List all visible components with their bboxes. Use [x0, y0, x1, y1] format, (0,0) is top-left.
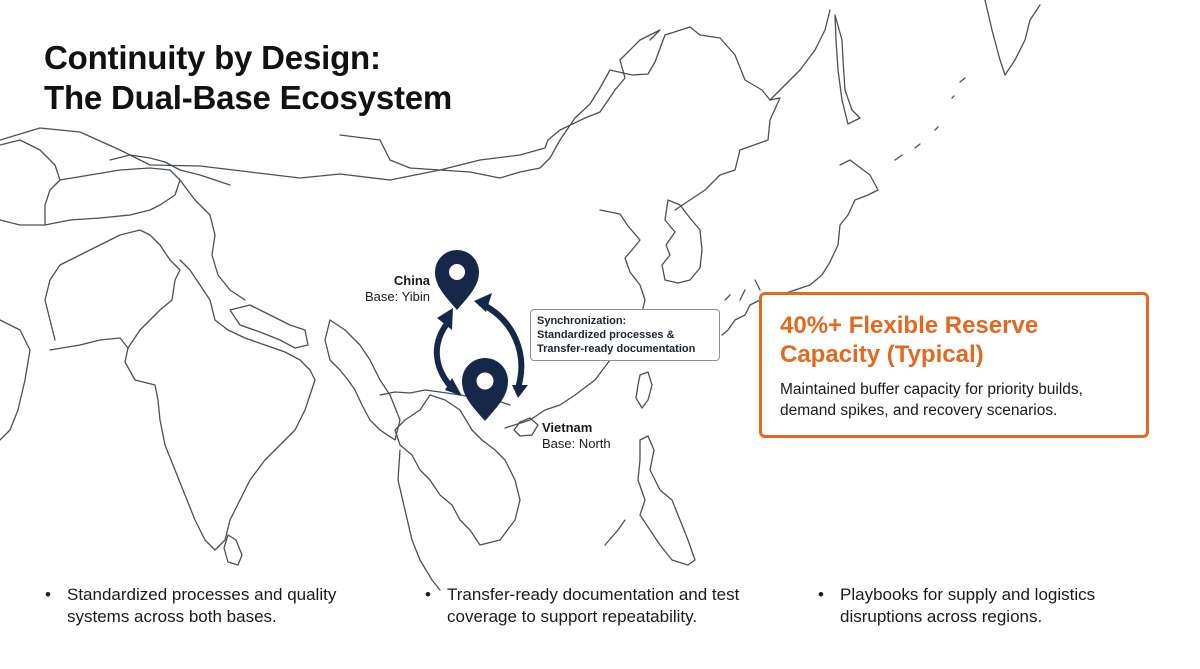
vietnam-base-name: Vietnam [542, 420, 593, 435]
central-asia-outline [0, 139, 231, 226]
key-point-item: • Transfer-ready documentation and test … [425, 584, 777, 628]
manchuria-outline [559, 26, 781, 211]
page-title: Continuity by Design: The Dual-Base Ecos… [44, 38, 452, 118]
bullet-dot-icon: • [818, 585, 824, 604]
key-point-item: • Standardized processes and quality sys… [45, 584, 397, 628]
china-base-label: China Base: Yibin [360, 273, 430, 305]
key-point-text: Playbooks for supply and logistics disru… [840, 585, 1096, 626]
reserve-headline-line-2: Capacity (Typical) [780, 341, 984, 368]
japan-outline [721, 159, 879, 336]
indochina-outline [394, 394, 521, 546]
key-point-item: • Playbooks for supply and logistics dis… [818, 584, 1170, 628]
taiwan-outline [635, 371, 653, 409]
china-vietnam-border [379, 389, 511, 406]
bullet-dot-icon: • [45, 585, 51, 604]
china-base-name: China [393, 273, 430, 288]
vietnam-base-label: Vietnam Base: North [542, 420, 611, 452]
malay-peninsula [397, 449, 441, 591]
reserve-capacity-headline: 40%+ Flexible Reserve Capacity (Typical) [780, 311, 1128, 369]
title-line-2: The Dual-Base Ecosystem [44, 79, 453, 116]
korea-outline [661, 199, 703, 284]
india-outline [124, 259, 316, 551]
myanmar-outline [324, 319, 401, 441]
title-line-1: Continuity by Design: [44, 39, 381, 76]
kamchatka-outline [984, 0, 1041, 76]
mongolia-border-line [339, 134, 561, 179]
synchronization-callout: Synchronization: Standardized processes … [530, 309, 720, 361]
china-west-border [179, 179, 246, 301]
nepal-outline [229, 304, 309, 349]
reserve-capacity-card: 40%+ Flexible Reserve Capacity (Typical)… [759, 292, 1149, 438]
bullet-dot-icon: • [425, 585, 431, 604]
sync-line-1: Synchronization: [537, 315, 627, 327]
reserve-capacity-description: Maintained buffer capacity for priority … [780, 381, 1083, 419]
sync-line-2: Standardized processes & [537, 329, 675, 341]
russia-border-line [0, 29, 661, 181]
key-point-text: Standardized processes and quality syste… [67, 585, 337, 626]
kuril-islands [894, 77, 966, 161]
iran-outline [0, 319, 31, 441]
sync-line-3: Transfer-ready documentation [537, 343, 696, 355]
key-point-text: Transfer-ready documentation and test co… [447, 585, 740, 626]
pakistan-outline [44, 229, 171, 351]
russia-pacific-coast [769, 9, 831, 101]
vietnam-base-detail: Base: North [542, 436, 611, 451]
hainan-outline [513, 417, 539, 437]
philippines-outline [604, 435, 696, 566]
reserve-headline-line-1: 40%+ Flexible Reserve [780, 312, 1039, 339]
afghanistan-outline [44, 167, 181, 226]
china-base-detail: Base: Yibin [364, 289, 430, 304]
sri-lanka-outline [223, 534, 243, 566]
sakhalin-outline [834, 14, 861, 125]
